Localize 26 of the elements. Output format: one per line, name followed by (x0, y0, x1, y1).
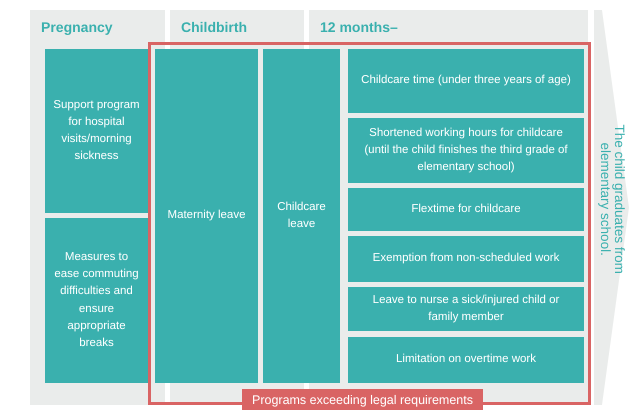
program-text: Flextime for childcare (411, 202, 521, 217)
program-box (155, 49, 258, 383)
program-text: Limitation on overtime work (396, 352, 536, 368)
program-box (348, 337, 584, 383)
phase-heading: Pregnancy (41, 19, 113, 35)
program-box (348, 188, 584, 231)
program-box (348, 118, 584, 183)
program-box (45, 49, 148, 213)
program-box (45, 218, 148, 383)
program-text: Shortened working hours for childcare (until the child finishes the third grade of elementary school) (363, 126, 569, 176)
program-text: Leave to nurse a sick/injured child or family member (372, 292, 560, 325)
milestone-text: The child graduates from elementary school. (597, 124, 626, 276)
program-box (348, 287, 584, 331)
program-text: Support program for hospital visits/morning sickness (52, 98, 141, 164)
program-text: Exemption from non-scheduled work (372, 251, 560, 266)
program-box (263, 49, 340, 383)
program-text: Maternity leave (168, 208, 246, 224)
program-text: Childcare time (under three years of age) (361, 73, 571, 88)
frame-label: Programs exceeding legal requirements (242, 389, 483, 410)
program-frame (148, 42, 591, 405)
program-text: Childcare leave (276, 200, 327, 232)
program-box (348, 236, 584, 282)
program-text: Measures to ease commuting difficulties and ensure appropriate breaks (53, 250, 140, 351)
phase-heading: Childbirth (181, 19, 248, 35)
phase-heading: 12 months– (320, 19, 398, 35)
program-box (348, 49, 584, 113)
